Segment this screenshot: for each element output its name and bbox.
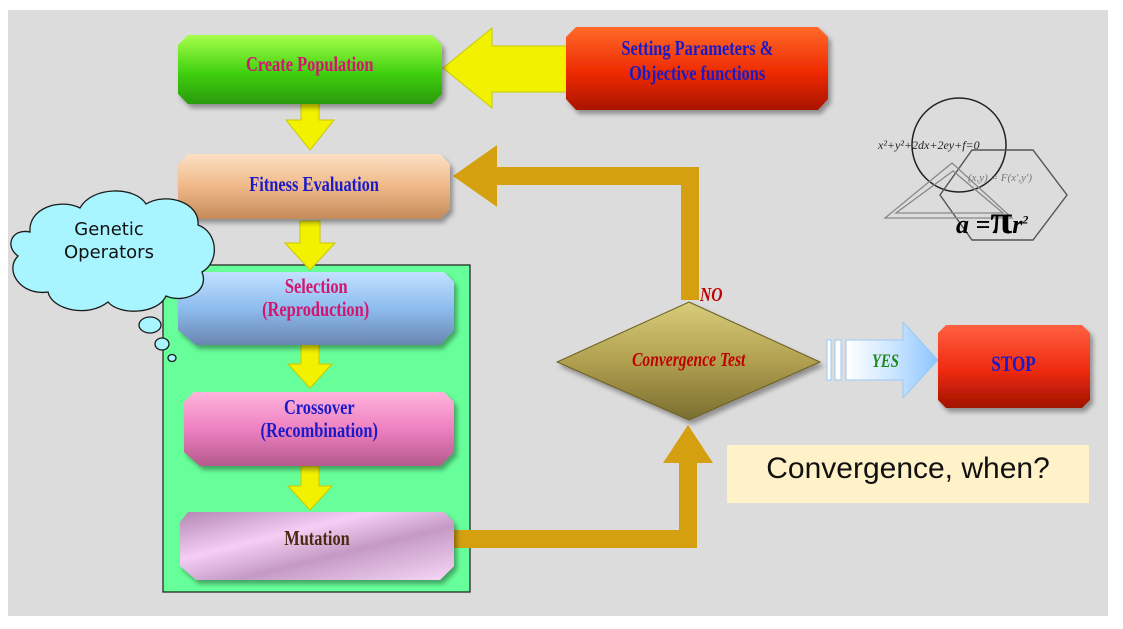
- thought-cloud-icon: [10, 190, 215, 363]
- genetic-operators-callout-label: Genetic Operators: [64, 219, 154, 264]
- arrow-yes-to-stop: [826, 320, 939, 400]
- formula-mapping: (x,y) = F(x',y'): [968, 172, 1033, 184]
- mutation-box: [180, 512, 454, 580]
- convergence-note-label: Convergence, when?: [766, 452, 1050, 485]
- hexagon-outline-icon: [939, 149, 1068, 241]
- mutation-label: Mutation: [284, 526, 350, 550]
- convergence-test-label: Convergence Test: [632, 349, 746, 371]
- arrow-setting-to-create: [442, 26, 581, 110]
- flow-arrows-gold: [453, 145, 713, 548]
- circle-outline-icon: [911, 97, 1007, 193]
- flow-arrows-yellow: [283, 26, 581, 511]
- crossover-label: Crossover (Recombination): [260, 395, 378, 442]
- convergence-test-diamond: [555, 301, 822, 421]
- stop-label: STOP: [991, 351, 1037, 376]
- triangle-outline-icon: [883, 162, 1014, 219]
- setting-parameters-box: [566, 27, 828, 110]
- selection-box: [178, 272, 454, 345]
- crossover-box: [184, 392, 454, 466]
- setting-parameters-label: Setting Parameters & Objective functions: [621, 36, 773, 86]
- arrow-no-to-fitness: [453, 145, 699, 300]
- formula-equation: x²+y²+2dx+2ey+f=0: [878, 138, 980, 152]
- edge-label-yes: YES: [871, 351, 899, 372]
- arrow-fitness-to-selection: [283, 220, 337, 271]
- create-population-box: [178, 35, 442, 104]
- arrow-crossover-to-mutation: [286, 465, 334, 511]
- stop-box: [938, 325, 1090, 408]
- formula-decoration: [883, 97, 1068, 241]
- selection-label: Selection (Reproduction): [262, 274, 370, 321]
- fitness-evaluation-box: [178, 154, 450, 219]
- arrow-selection-to-crossover: [286, 343, 334, 389]
- create-population-label: Create Population: [246, 52, 374, 76]
- formula-area: a =πr2: [956, 197, 1029, 242]
- fitness-evaluation-label: Fitness Evaluation: [249, 172, 379, 196]
- edge-label-no: NO: [700, 284, 723, 306]
- arrow-mutation-to-convergence: [454, 425, 713, 548]
- convergence-note-box: [727, 445, 1089, 503]
